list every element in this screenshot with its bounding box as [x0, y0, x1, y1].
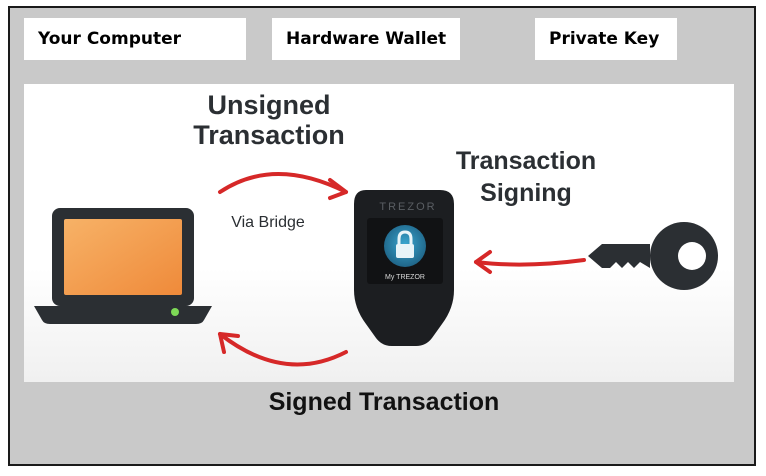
key-icon	[588, 222, 718, 290]
header-hardware-wallet-text: Hardware Wallet	[286, 29, 447, 49]
header-your-computer: Your Computer	[24, 18, 246, 60]
device-screen-label: My TREZOR	[385, 274, 425, 281]
illustration-panel: Unsigned Transaction Transaction Signing…	[24, 84, 734, 382]
laptop-icon	[34, 208, 212, 324]
unsigned-label-line1: Unsigned	[207, 90, 330, 120]
via-bridge-label: Via Bridge	[231, 214, 305, 231]
header-private-key: Private Key	[535, 18, 677, 60]
header-hardware-wallet: Hardware Wallet	[272, 18, 460, 60]
unsigned-label-line2: Transaction	[193, 120, 345, 150]
signed-transaction-label: Signed Transaction	[268, 388, 500, 416]
illustration-svg: Unsigned Transaction Transaction Signing…	[34, 90, 718, 367]
header-your-computer-text: Your Computer	[38, 29, 182, 49]
signing-label-line1: Transaction	[456, 147, 596, 175]
diagram-frame: Your Computer Hardware Wallet Private Ke…	[8, 6, 756, 466]
lock-icon	[396, 230, 414, 258]
arrow-signed	[218, 332, 348, 367]
arrow-signing	[474, 250, 586, 274]
device-brand-text: TREZOR	[379, 201, 436, 213]
trezor-device-icon: TREZOR My TREZOR	[354, 190, 454, 346]
arrow-unsigned	[218, 172, 348, 200]
signing-label-line2: Signing	[480, 179, 572, 207]
header-private-key-text: Private Key	[549, 29, 660, 49]
